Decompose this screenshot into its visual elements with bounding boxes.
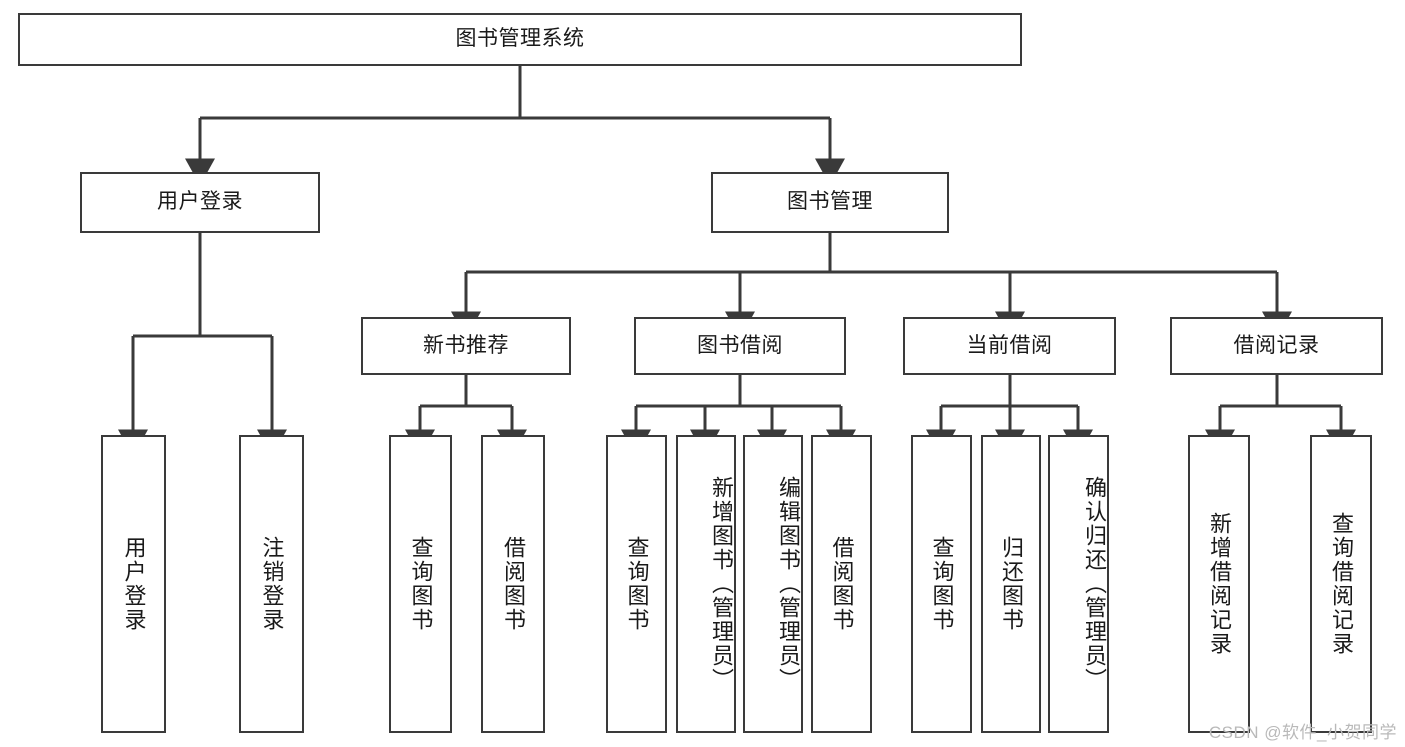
leaf-borrow-book[interactable]: 借阅图书 [811, 435, 872, 733]
leaf-add-borrow-record[interactable]: 新增借阅记录 [1188, 435, 1250, 733]
node-book-management[interactable]: 图书管理 [711, 172, 949, 233]
node-label: 借阅记录 [1233, 333, 1320, 357]
leaf-edit-book-admin[interactable]: 编辑图书（管理员） [743, 435, 803, 733]
node-label: 查询图书 [408, 536, 434, 632]
leaf-query-borrow-record[interactable]: 查询借阅记录 [1310, 435, 1372, 733]
node-label: 用户登录 [121, 536, 147, 632]
node-label: 用户登录 [157, 190, 243, 214]
node-label: 当前借阅 [966, 333, 1053, 357]
node-label: 查询图书 [929, 536, 955, 632]
node-label: 注销登录 [259, 536, 285, 632]
leaf-add-book-admin[interactable]: 新增图书（管理员） [676, 435, 736, 733]
node-borrowing-record[interactable]: 借阅记录 [1170, 317, 1383, 375]
node-label: 图书借阅 [697, 333, 783, 357]
node-label: 借阅图书 [500, 536, 526, 632]
node-book-borrowing[interactable]: 图书借阅 [634, 317, 846, 375]
node-label: 图书管理 [787, 190, 873, 214]
leaf-logout[interactable]: 注销登录 [239, 435, 304, 733]
node-label: 新增图书（管理员） [709, 476, 734, 692]
watermark-csdn: CSDN @软件_小贺同学 [1208, 723, 1397, 742]
node-new-book-recommendation[interactable]: 新书推荐 [361, 317, 571, 375]
node-label: 新书推荐 [423, 333, 509, 357]
leaf-query-book-current[interactable]: 查询图书 [911, 435, 972, 733]
node-label: 编辑图书（管理员） [776, 476, 801, 692]
node-label: 借阅图书 [829, 536, 855, 632]
node-label: 新增借阅记录 [1206, 512, 1232, 656]
leaf-query-book-rec[interactable]: 查询图书 [389, 435, 452, 733]
node-current-borrowing[interactable]: 当前借阅 [903, 317, 1116, 375]
node-label: 图书管理系统 [455, 27, 585, 51]
leaf-return-book[interactable]: 归还图书 [981, 435, 1041, 733]
node-label: 查询借阅记录 [1328, 512, 1354, 656]
leaf-borrow-book-rec[interactable]: 借阅图书 [481, 435, 545, 733]
node-root-book-management-system[interactable]: 图书管理系统 [18, 13, 1022, 66]
leaf-query-book-borrow[interactable]: 查询图书 [606, 435, 667, 733]
node-label: 归还图书 [998, 536, 1024, 632]
node-label: 确认归还（管理员） [1082, 476, 1107, 692]
leaf-confirm-return-admin[interactable]: 确认归还（管理员） [1048, 435, 1109, 733]
node-label: 查询图书 [624, 536, 650, 632]
leaf-user-login[interactable]: 用户登录 [101, 435, 166, 733]
node-user-login[interactable]: 用户登录 [80, 172, 320, 233]
